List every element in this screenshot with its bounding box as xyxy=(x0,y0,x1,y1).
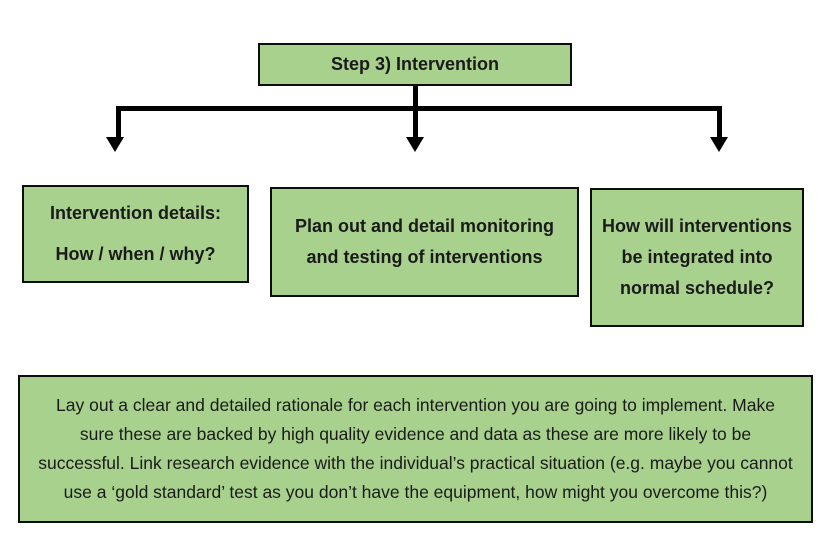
plan-monitoring-box: Plan out and detail monitoring and testi… xyxy=(270,187,579,297)
step-3-intervention-label: Step 3) Intervention xyxy=(330,54,500,74)
connector-center-stem xyxy=(413,86,418,138)
integration-schedule-box: How will interventions be integrated int… xyxy=(590,188,804,327)
connector-left-stem xyxy=(116,106,121,138)
step-3-intervention-box: Step 3) Intervention xyxy=(258,43,572,86)
connector-horizontal-bar xyxy=(116,106,722,111)
intervention-details-heading: Intervention details: xyxy=(49,203,222,223)
rationale-note-text: Lay out a clear and detailed rationale f… xyxy=(38,395,793,502)
plan-monitoring-label: Plan out and detail monitoring and testi… xyxy=(295,216,554,267)
arrow-down-left-icon xyxy=(106,137,124,152)
rationale-note-box: Lay out a clear and detailed rationale f… xyxy=(18,375,813,523)
connector-right-stem xyxy=(717,106,722,138)
arrow-down-center-icon xyxy=(406,137,424,152)
arrow-down-right-icon xyxy=(710,137,728,152)
intervention-details-box: Intervention details: How / when / why? xyxy=(22,185,249,283)
integration-schedule-label: How will interventions be integrated int… xyxy=(601,216,793,298)
how-when-why-label: How / when / why? xyxy=(55,244,216,264)
